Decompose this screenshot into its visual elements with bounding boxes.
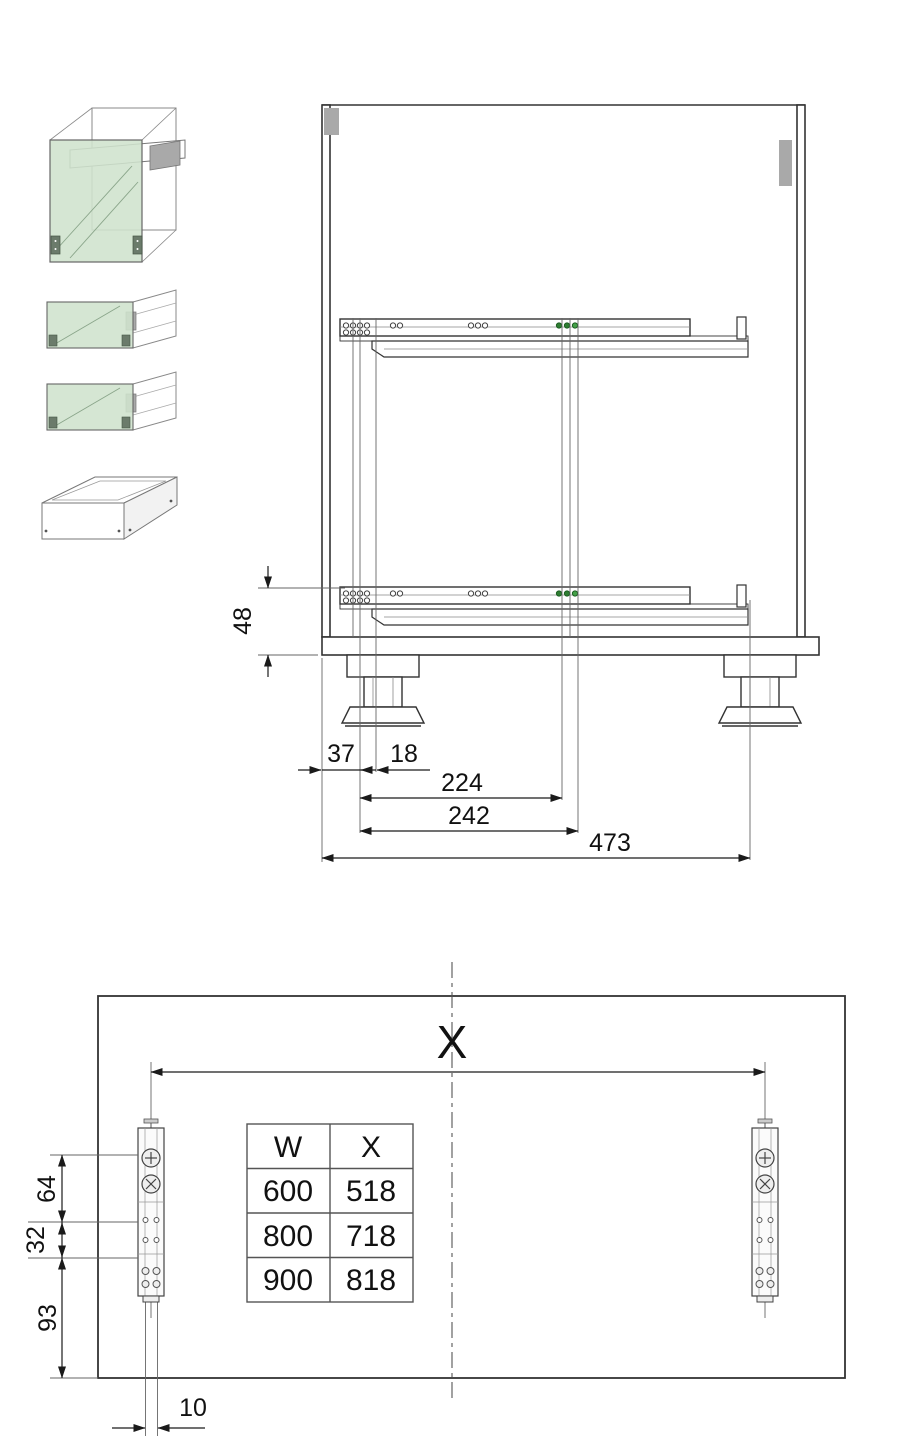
table-cell: 718 — [346, 1220, 396, 1253]
mounting-bracket-right — [751, 1118, 779, 1303]
dim-242-label: 242 — [448, 802, 490, 830]
table-cell: 900 — [263, 1264, 313, 1297]
table-cell: 800 — [263, 1220, 313, 1253]
leveling-foot-left — [341, 654, 425, 727]
cabinet-section-view — [321, 104, 820, 727]
dim-93-label: 93 — [34, 1304, 62, 1332]
panel-outline — [97, 995, 846, 1379]
cabinet-bottom-panel — [321, 636, 820, 656]
projection-lines — [258, 318, 751, 862]
cabinet-left-wall — [321, 104, 331, 638]
top-left-fitting — [324, 108, 339, 135]
mounting-bracket-left — [137, 1118, 165, 1303]
panel-front-view: X 64 32 93 10 W X 600 518 800 718 900 81… — [22, 962, 846, 1436]
rail-end-cap — [149, 140, 181, 171]
dim-64-label: 64 — [33, 1175, 61, 1203]
cabinet-right-wall — [796, 104, 806, 638]
leveling-foot-right — [718, 654, 802, 727]
thumbnail-glass-drawer-high — [49, 107, 186, 263]
thumbnail-glass-shelf-1 — [46, 289, 177, 349]
dim-473-label: 473 — [589, 829, 631, 857]
top-right-fitting — [779, 140, 792, 186]
glass-clamp — [50, 235, 61, 255]
table-header-w: W — [274, 1131, 303, 1164]
table-cell: 518 — [346, 1175, 396, 1208]
glass-clamp — [132, 235, 143, 255]
drawer-slide-lower — [339, 584, 749, 626]
dim-10-label: 10 — [179, 1394, 207, 1422]
table-header-x: X — [361, 1131, 381, 1164]
drawer-slide-upper — [339, 316, 749, 358]
dim-18-label: 18 — [390, 740, 418, 768]
table-cell: 600 — [263, 1175, 313, 1208]
thumbnail-glass-shelf-2 — [46, 371, 177, 431]
dim-32-label: 32 — [22, 1226, 50, 1254]
glass-side-panel — [49, 139, 143, 263]
size-table: W X 600 518 800 718 900 818 — [246, 1123, 414, 1303]
thumbnail-drawer-box — [41, 476, 178, 540]
cabinet-dimensions — [264, 566, 751, 862]
table-cell: 818 — [346, 1264, 396, 1297]
dim-48-label: 48 — [229, 607, 257, 635]
dim-37-label: 37 — [327, 740, 355, 768]
panel-dimensions — [58, 1068, 766, 1432]
dim-224-label: 224 — [441, 769, 483, 797]
panel-width-label: X — [437, 1016, 468, 1068]
